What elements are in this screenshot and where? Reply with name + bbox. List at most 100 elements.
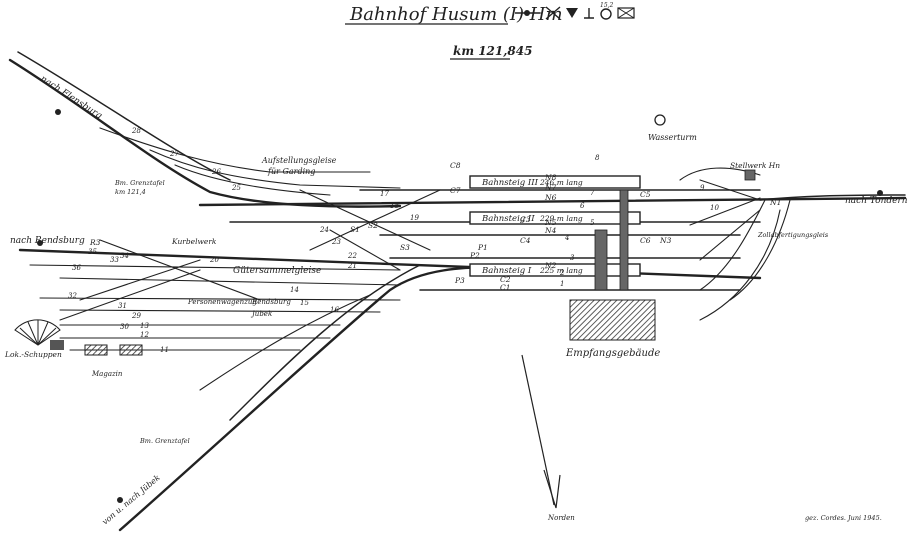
track-number: 25 [231, 184, 241, 192]
label-fuer-garding: für Garding [267, 167, 315, 176]
track-number: 17 [380, 190, 389, 198]
main-tracks [18, 189, 907, 351]
signal-label: S2 [368, 221, 378, 230]
signal-dot-icon [117, 497, 123, 503]
direction-tondern: nach Tondern [845, 196, 908, 206]
signal-dot-icon [877, 190, 883, 196]
water-tower-icon [654, 114, 666, 126]
label-personenwagenzug: Personenwagenzug [187, 298, 257, 306]
platform-II: Bahnsteig II 229 m lang [469, 211, 641, 225]
legend-symbols-icon [515, 6, 635, 20]
signal-label: N4 [544, 226, 557, 235]
magazin-building [84, 344, 108, 356]
label-bauzug: Bm. Grenztafel [139, 437, 190, 445]
track-number: 6 [580, 202, 585, 210]
signal-label: C2 [500, 275, 511, 284]
crossovers [59, 167, 766, 321]
label-grenztafel: Bm. Grenztafel [114, 179, 165, 187]
track-number: 26 [211, 168, 221, 176]
signal-label: P2 [469, 251, 480, 260]
platform-I-length: 225 m lang [539, 266, 583, 275]
label-norden: Norden [547, 514, 575, 522]
track-number: 18 [390, 202, 399, 210]
signal-label: N8 [544, 173, 557, 182]
station-building [569, 189, 656, 341]
track-number: 11 [160, 346, 169, 354]
roundhouse-icon [14, 319, 64, 350]
signal-dot-icon [37, 240, 43, 246]
north-arrow-icon [521, 354, 561, 509]
track-number: 20 [209, 256, 219, 264]
track-number: 8 [595, 154, 600, 162]
track-number: 19 [410, 214, 419, 222]
legend-note: 15,2 [600, 2, 614, 9]
signature: gez. Cordes. Juni 1945. [805, 514, 882, 522]
signal-label: R3 [89, 238, 101, 247]
track-number: 23 [331, 238, 341, 246]
track-number: 7 [590, 189, 595, 197]
signal-label: S1 [350, 225, 360, 234]
stellwerk-icon [744, 169, 756, 181]
label-guetersammelgleise: Gütersammelgleise [233, 266, 321, 276]
label-lokschuppen: Lok.-Schuppen [4, 350, 62, 359]
signal-labels: C8C7C6C5C4C3C2C1N1N2N3N4N5N6N7N8P1P2P3R3… [89, 161, 781, 292]
track-number: 9 [700, 184, 705, 192]
track-number: 32 [68, 292, 77, 300]
track-number: 12 [140, 331, 149, 339]
signal-label: P1 [477, 243, 488, 252]
track-number: 29 [131, 312, 141, 320]
signal-label: C1 [500, 283, 511, 292]
platform-II-length: 229 m lang [539, 214, 583, 223]
track-number: 16 [330, 306, 339, 314]
shed-building [119, 344, 143, 356]
label-zollabfertigungsgleis: Zollabfertigungsgleis [757, 231, 829, 239]
signal-label: S3 [400, 243, 410, 252]
track-number: 31 [118, 302, 127, 310]
track-number: 1 [560, 280, 564, 288]
signal-label: N6 [544, 193, 557, 202]
signal-label: C8 [450, 161, 461, 170]
signal-dot-icon [55, 109, 61, 115]
label-magazin: Magazin [91, 370, 123, 378]
platform-III: Bahnsteig III 246 m lang [469, 175, 641, 189]
label-wasserturm: Wasserturm [648, 133, 697, 142]
track-number: 30 [120, 323, 129, 331]
track-number: 28 [131, 127, 141, 135]
track-number: 27 [169, 150, 179, 158]
signal-label: C5 [640, 190, 651, 199]
label-grenztafel-km: km 121,4 [115, 188, 146, 196]
signal-label: N7 [544, 183, 557, 192]
track-number: 35 [88, 248, 97, 256]
track-number: 4 [564, 234, 569, 242]
signal-label: N2 [544, 261, 557, 270]
track-number: 10 [710, 204, 719, 212]
track-number: 34 [120, 252, 129, 260]
track-number: 33 [110, 256, 119, 264]
label-jubek: Jübek [250, 310, 272, 318]
km-marker: km 121,845 [453, 44, 532, 58]
signal-label: C3 [520, 215, 531, 224]
signal-label: C7 [450, 186, 461, 195]
platform-III-name: Bahnsteig III [481, 178, 539, 188]
signal-label: C4 [520, 236, 531, 245]
diagram-title: Bahnhof Husum (I) Hm [349, 4, 563, 25]
track-number: 5 [590, 219, 595, 227]
track-number: 2 [559, 269, 565, 277]
platform-II-name: Bahnsteig II [481, 214, 535, 224]
label-empfangsgebaeude: Empfangsgebäude [565, 348, 660, 359]
tondern-branch [699, 194, 906, 321]
label-stellwerk: Stellwerk Hn [730, 161, 780, 170]
label-kurbelwerk: Kurbelwerk [171, 237, 217, 246]
jubek-branch [118, 264, 522, 532]
signal-label: C6 [640, 236, 651, 245]
label-rendsburg: Rendsburg [251, 298, 291, 306]
direction-rendsburg: nach Rendsburg [10, 236, 85, 246]
track-number: 3 [570, 254, 575, 262]
track-number: 24 [319, 226, 329, 234]
signal-label: P3 [454, 276, 465, 285]
track-number: 21 [347, 262, 357, 270]
track-number: 13 [140, 322, 149, 330]
track-number: 36 [72, 264, 81, 272]
